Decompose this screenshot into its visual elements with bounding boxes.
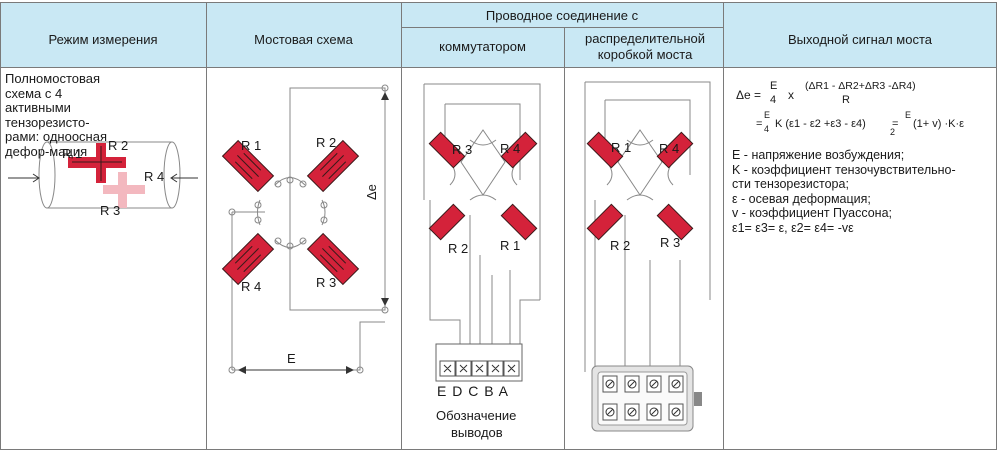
header-distribution: распределительной коробкой моста <box>584 31 706 62</box>
gauge-r3 <box>306 232 360 286</box>
legend-line-4: ε - осевая деформация; <box>732 191 871 206</box>
legend-line-5: v - коэффициент Пуассона; <box>732 206 893 221</box>
switch-label-r3: R 3 <box>452 142 472 157</box>
dist-label-r3: R 3 <box>660 235 680 250</box>
formula-eq3: = <box>892 118 899 130</box>
formula-four2: 4 <box>764 124 770 134</box>
header-switch: коммутатором <box>439 39 526 54</box>
bridge-label-r1: R 1 <box>241 138 261 153</box>
distribution-wiring <box>584 81 711 372</box>
terminal-block <box>435 343 523 382</box>
legend-line-2: K - коэффициент тензочувствительно- <box>732 162 956 177</box>
formula-four1: 4 <box>770 94 777 106</box>
switch-gauge-r3 <box>428 131 466 169</box>
dist-label-r4: R 4 <box>659 141 679 156</box>
cyl-label-r4: R 4 <box>144 169 164 184</box>
dist-gauge-r3 <box>656 203 694 241</box>
formula-eq2: = <box>756 118 763 130</box>
cyl-label-r1: R 1 <box>62 146 82 161</box>
header-bridge: Мостовая схема <box>254 32 353 47</box>
bridge-label-r4: R 4 <box>241 279 261 294</box>
gauge-r1 <box>221 139 275 193</box>
switch-wiring <box>423 83 541 345</box>
legend-line-1: E - напряжение возбуждения; <box>732 148 905 162</box>
header-background <box>0 2 997 67</box>
switch-gauge-r4 <box>500 131 538 169</box>
header-output: Выходной сигнал моста <box>788 32 932 47</box>
label-e: E <box>287 351 296 366</box>
cyl-label-r3: R 3 <box>100 203 120 218</box>
switch-label-r2: R 2 <box>448 241 468 256</box>
dist-label-r2: R 2 <box>610 238 630 253</box>
symbol-legend: E - напряжение возбуждения; K - коэффици… <box>732 148 997 236</box>
formula-times: x <box>788 88 794 102</box>
switch-gauge-r1 <box>500 203 538 241</box>
formula-two: 2 <box>890 127 896 137</box>
formula-e2: E <box>764 110 771 120</box>
formula-den: R <box>842 94 850 106</box>
bridge-label-r3: R 3 <box>316 275 336 290</box>
pins-caption-line1: Обозначение <box>436 408 516 423</box>
cyl-label-r2: R 2 <box>108 138 128 153</box>
switch-gauge-r2 <box>428 203 466 241</box>
pins-caption-line2: выводов <box>451 425 503 440</box>
legend-line-6: ε1= ε3= ε, ε2= ε4= -vε <box>732 220 854 235</box>
dist-label-r1: R 1 <box>611 140 631 155</box>
dist-gauge-r1 <box>586 131 624 169</box>
mode-description: Полномостовая схема с 4 активными тензор… <box>5 71 108 159</box>
formula-e3: E <box>905 110 912 120</box>
legend-line-3: сти тензорезистора; <box>732 177 849 192</box>
bridge-schematic <box>228 84 389 374</box>
dist-gauge-r4 <box>656 131 694 169</box>
gauge-r2 <box>306 139 360 193</box>
cylinder-illustration <box>8 141 198 209</box>
dist-gauge-r2 <box>586 203 624 241</box>
switch-label-r1: R 1 <box>500 238 520 253</box>
pin-labels: E D C B A <box>437 383 509 399</box>
bridge-label-r2: R 2 <box>316 135 336 150</box>
formula-lhs: Δe = <box>736 88 762 102</box>
gauge-r4 <box>221 232 275 286</box>
output-formula: Δe = E 4 x (ΔR1 - ΔR2+ΔR3 -ΔR4) R = E 4 … <box>730 78 995 143</box>
header-mode: Режим измерения <box>48 32 158 47</box>
formula-num: (ΔR1 - ΔR2+ΔR3 -ΔR4) <box>805 80 916 92</box>
header-wiring: Проводное соединение с <box>485 8 639 23</box>
formula-tail: (1+ v) ·K·ε <box>913 118 965 130</box>
formula-k-part: K (ε1 - ε2 +ε3 - ε4) <box>775 118 866 130</box>
distribution-box <box>591 365 702 432</box>
label-delta-e: Δe <box>364 184 379 200</box>
formula-e1: E <box>770 80 778 92</box>
switch-label-r4: R 4 <box>500 141 520 156</box>
